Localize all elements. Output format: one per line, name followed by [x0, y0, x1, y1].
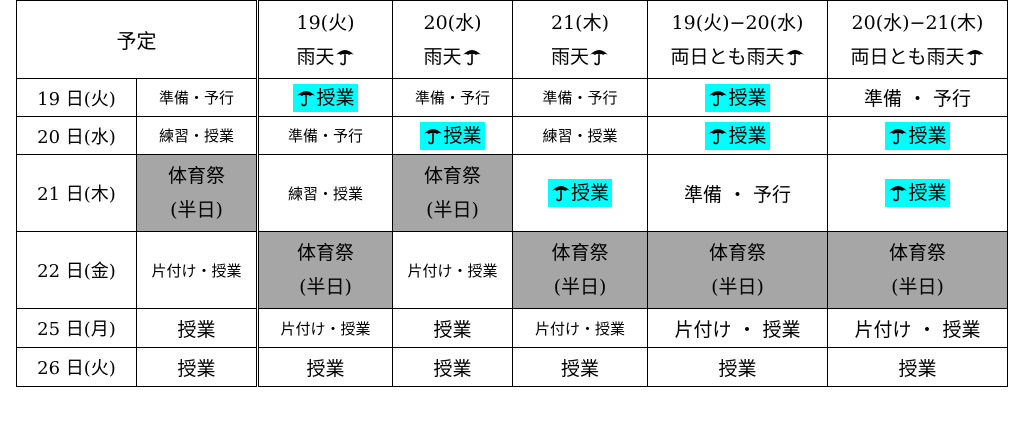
schedule-cell: 授業: [257, 347, 393, 387]
class-highlight: 授業: [420, 121, 485, 150]
column-date: 21(木): [550, 11, 609, 34]
column-date: 19(火): [296, 11, 355, 34]
column-weather: 両日とも雨天: [850, 45, 965, 68]
sports-festival-cell: 体育祭 (半日): [257, 231, 393, 309]
plan-cell: 練習・授業: [136, 116, 259, 155]
schedule-cell: 授業: [392, 308, 513, 348]
table-row: 26 日(火) 授業 授業 授業 授業 授業 授業: [16, 347, 1008, 387]
schedule-cell: 授業: [392, 347, 513, 387]
schedule-cell: 授業: [512, 154, 648, 232]
table-row: 22 日(金) 片付け・授業 体育祭 (半日) 片付け・授業 体育祭 (半日) …: [16, 231, 1008, 309]
umbrella-icon: [888, 182, 908, 202]
class-highlight: 授業: [885, 121, 950, 150]
table-row: 25 日(月) 授業 片付け・授業 授業 片付け・授業 片付け ・ 授業 片付け…: [16, 308, 1008, 348]
schedule-cell: 準備 ・ 予行: [647, 154, 828, 232]
schedule-cell: 準備 ・ 予行: [827, 78, 1008, 117]
sports-festival-cell: 体育祭 (半日): [647, 231, 828, 309]
umbrella-icon: [335, 46, 355, 66]
column-header: 20(水) 雨天: [392, 0, 513, 79]
column-weather: 両日とも雨天: [670, 45, 785, 68]
sports-festival-cell: 体育祭 (半日): [512, 231, 648, 309]
schedule-cell: 授業: [512, 347, 648, 387]
schedule-cell: 授業: [647, 116, 828, 155]
row-date-label: 20 日(水): [16, 116, 137, 155]
plan-cell: 片付け・授業: [136, 231, 259, 309]
row-date-label: 26 日(火): [16, 347, 137, 387]
class-highlight: 授業: [547, 179, 612, 207]
schedule-cell: 授業: [827, 154, 1008, 232]
schedule-cell: 準備・予行: [392, 78, 513, 117]
plan-cell: 授業: [136, 347, 259, 387]
column-date: 19(火)−20(水): [671, 11, 804, 34]
schedule-cell: 準備・予行: [512, 78, 648, 117]
table-row: 19 日(火) 準備・予行 授業 準備・予行 準備・予行 授業 準備 ・ 予行: [16, 78, 1008, 117]
row-date-label: 22 日(金): [16, 231, 137, 309]
plan-cell: 授業: [136, 308, 259, 348]
row-date-label: 21 日(木): [16, 154, 137, 232]
schedule-cell: 準備・予行: [257, 116, 393, 155]
schedule-cell: 授業: [392, 116, 513, 155]
column-header: 21(木) 雨天: [512, 0, 648, 79]
schedule-cell: 授業: [647, 347, 828, 387]
umbrella-icon: [785, 46, 805, 66]
sports-festival-cell: 体育祭 (半日): [392, 154, 513, 232]
schedule-title: 予定: [116, 29, 157, 53]
sports-festival-cell: 体育祭 (半日): [136, 154, 259, 232]
class-highlight: 授業: [705, 121, 770, 150]
sports-festival-cell: 体育祭 (半日): [827, 231, 1008, 309]
schedule-cell: 授業: [647, 78, 828, 117]
schedule-cell: 授業: [827, 347, 1008, 387]
column-header: 19(火)−20(水) 両日とも雨天: [647, 0, 828, 79]
schedule-cell: 片付け・授業: [257, 308, 393, 348]
column-header: 19(火) 雨天: [257, 0, 393, 79]
umbrella-icon: [551, 182, 571, 202]
schedule-cell: 片付け・授業: [392, 231, 513, 309]
row-date-label: 25 日(月): [16, 308, 137, 348]
umbrella-icon: [965, 46, 985, 66]
schedule-cell: 練習・授業: [512, 116, 648, 155]
schedule-cell: 練習・授業: [257, 154, 393, 232]
umbrella-icon: [296, 87, 316, 107]
umbrella-icon: [708, 87, 728, 107]
column-weather: 雨天: [423, 45, 462, 68]
table-row: 20 日(水) 練習・授業 準備・予行 授業 練習・授業 授業 授業: [16, 116, 1008, 155]
row-date-label: 19 日(火): [16, 78, 137, 117]
umbrella-icon: [589, 46, 609, 66]
column-header: 20(水)−21(木) 両日とも雨天: [827, 0, 1008, 79]
schedule-cell: 授業: [827, 116, 1008, 155]
umbrella-icon: [423, 125, 443, 145]
schedule-title-cell: 予定: [16, 0, 259, 79]
table-row: 21 日(木) 体育祭 (半日) 練習・授業 体育祭 (半日) 授業 準備 ・ …: [16, 154, 1008, 232]
class-highlight: 授業: [293, 83, 358, 112]
column-date: 20(水)−21(木): [851, 11, 984, 34]
plan-cell: 準備・予行: [136, 78, 259, 117]
column-date: 20(水): [423, 11, 482, 34]
schedule-cell: 授業: [257, 78, 393, 117]
umbrella-icon: [708, 125, 728, 145]
umbrella-icon: [888, 125, 908, 145]
umbrella-icon: [462, 46, 482, 66]
schedule-cell: 片付け・授業: [512, 308, 648, 348]
class-highlight: 授業: [885, 179, 950, 207]
schedule-cell: 片付け ・ 授業: [647, 308, 828, 348]
column-weather: 雨天: [550, 45, 589, 68]
header-row: 予定 19(火) 雨天 20(水) 雨天 21(木) 雨天 19(火)−20(水…: [16, 0, 1008, 79]
schedule-table: 予定 19(火) 雨天 20(水) 雨天 21(木) 雨天 19(火)−20(水…: [16, 0, 1008, 387]
class-highlight: 授業: [705, 83, 770, 112]
schedule-cell: 片付け ・ 授業: [827, 308, 1008, 348]
column-weather: 雨天: [296, 45, 335, 68]
